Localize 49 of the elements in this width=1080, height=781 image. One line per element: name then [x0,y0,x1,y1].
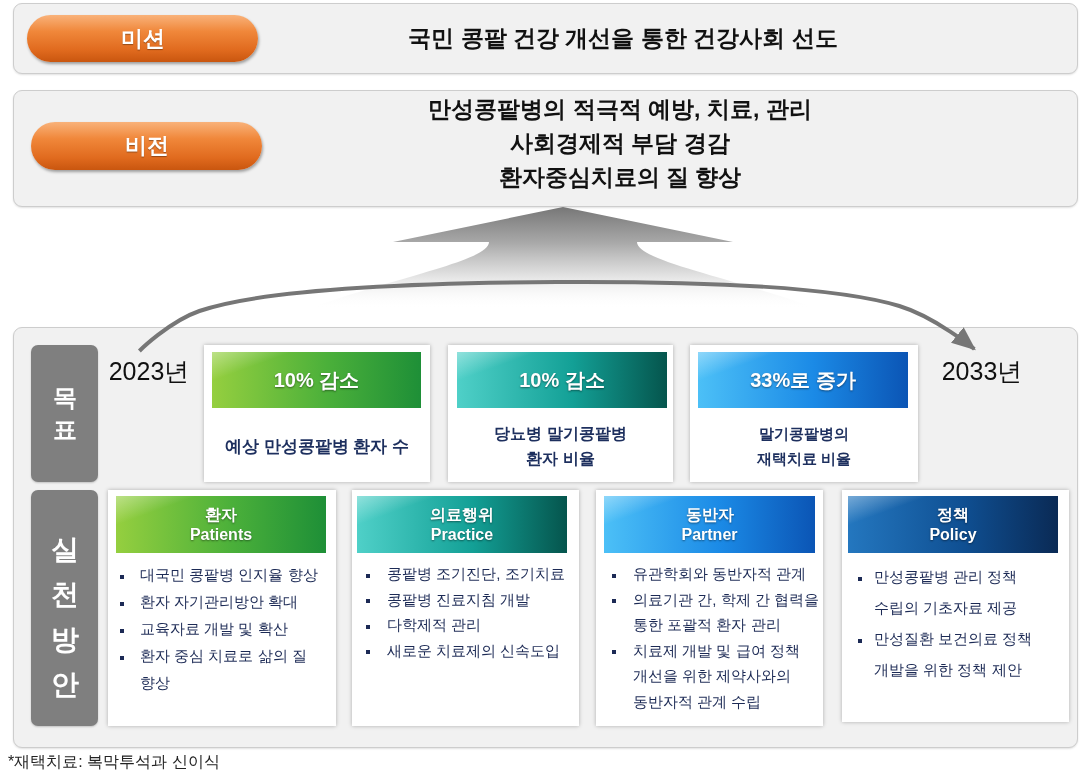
bullet-text: 콩팥병 조기진단, 조기치료 [387,564,566,584]
vision-statement: 만성콩팥병의 적극적 예방, 치료, 관리 [428,95,812,124]
bullet-text: 다학제적 관리 [387,615,483,635]
vision-statement: 사회경제적 부담 경감 [510,129,730,158]
card-title: 의료행위 [430,504,494,525]
strategy-panel [13,327,1078,748]
bullet-text: 유관학회와 동반자적 관계 [633,564,808,584]
bullet-text: 새로운 치료제의 신속도입 [387,640,562,661]
footnote: *재택치료: 복막투석과 신이식 [8,752,220,772]
card-title: 정책 [937,504,969,525]
year-label: 2023년 [101,350,197,392]
row-header: 실천방안 [31,490,98,726]
bullet-text: 환자 자기관리방안 확대 [140,592,300,612]
goal-card [690,345,918,482]
vision-statement: 환자중심치료의 질 향상 [498,163,742,192]
bullet-text: 만성질환 보건의료 정책 개발을 위한 정책 제안 [874,629,1034,680]
goal-header: 10% 감소 [212,352,421,408]
goal-description: 예상 만성콩팥병 환자 수 [224,435,410,458]
card-subtitle: Practice [430,524,494,545]
bullet-text: 환자 중심 치료로 삶의 질 향상 [140,646,308,693]
card-subtitle: Partner [681,524,738,545]
section-tag: 비전 [31,122,262,170]
section-tag: 미션 [27,15,258,62]
vision-panel [13,90,1078,207]
goal-card [448,345,673,482]
action-card [108,490,336,726]
bullet-text: 콩팥병 진료지침 개발 [387,589,532,610]
goal-header: 10% 감소 [457,352,667,408]
bullet-text: 치료제 개발 및 급여 정책 개선을 위한 제약사와의 동반자적 관계 수립 [633,640,801,712]
mission-panel [13,3,1078,74]
bullet-text: 만성콩팥병 관리 정책 수립의 기초자료 제공 [874,567,1019,618]
card-subtitle: Policy [929,524,977,545]
action-card [352,490,579,726]
action-card [596,490,823,726]
action-card [842,490,1069,722]
goal-description: 말기콩팥병의 재택치료 비율 [755,424,853,469]
goal-header: 33%로 증가 [698,352,908,408]
goal-card [204,345,430,482]
bullet-text: 대국민 콩팥병 인지율 향상 [140,565,319,585]
card-title: 동반자 [685,504,734,525]
card-title: 환자 [205,504,237,525]
timeline-arrow [138,279,976,353]
card-subtitle: Patients [189,524,253,545]
bullet-text: 교육자료 개발 및 확산 [140,619,289,639]
mission-statement: 국민 콩팥 건강 개선을 통한 건강사회 선도 [408,24,838,53]
year-label: 2033년 [934,350,1030,392]
row-header: 목표 [31,345,98,482]
bullet-text: 의료기관 간, 학제 간 협력을 통한 포괄적 환자 관리 [633,589,819,635]
goal-description: 당뇨병 말기콩팥병 환자 비율 [493,424,628,469]
